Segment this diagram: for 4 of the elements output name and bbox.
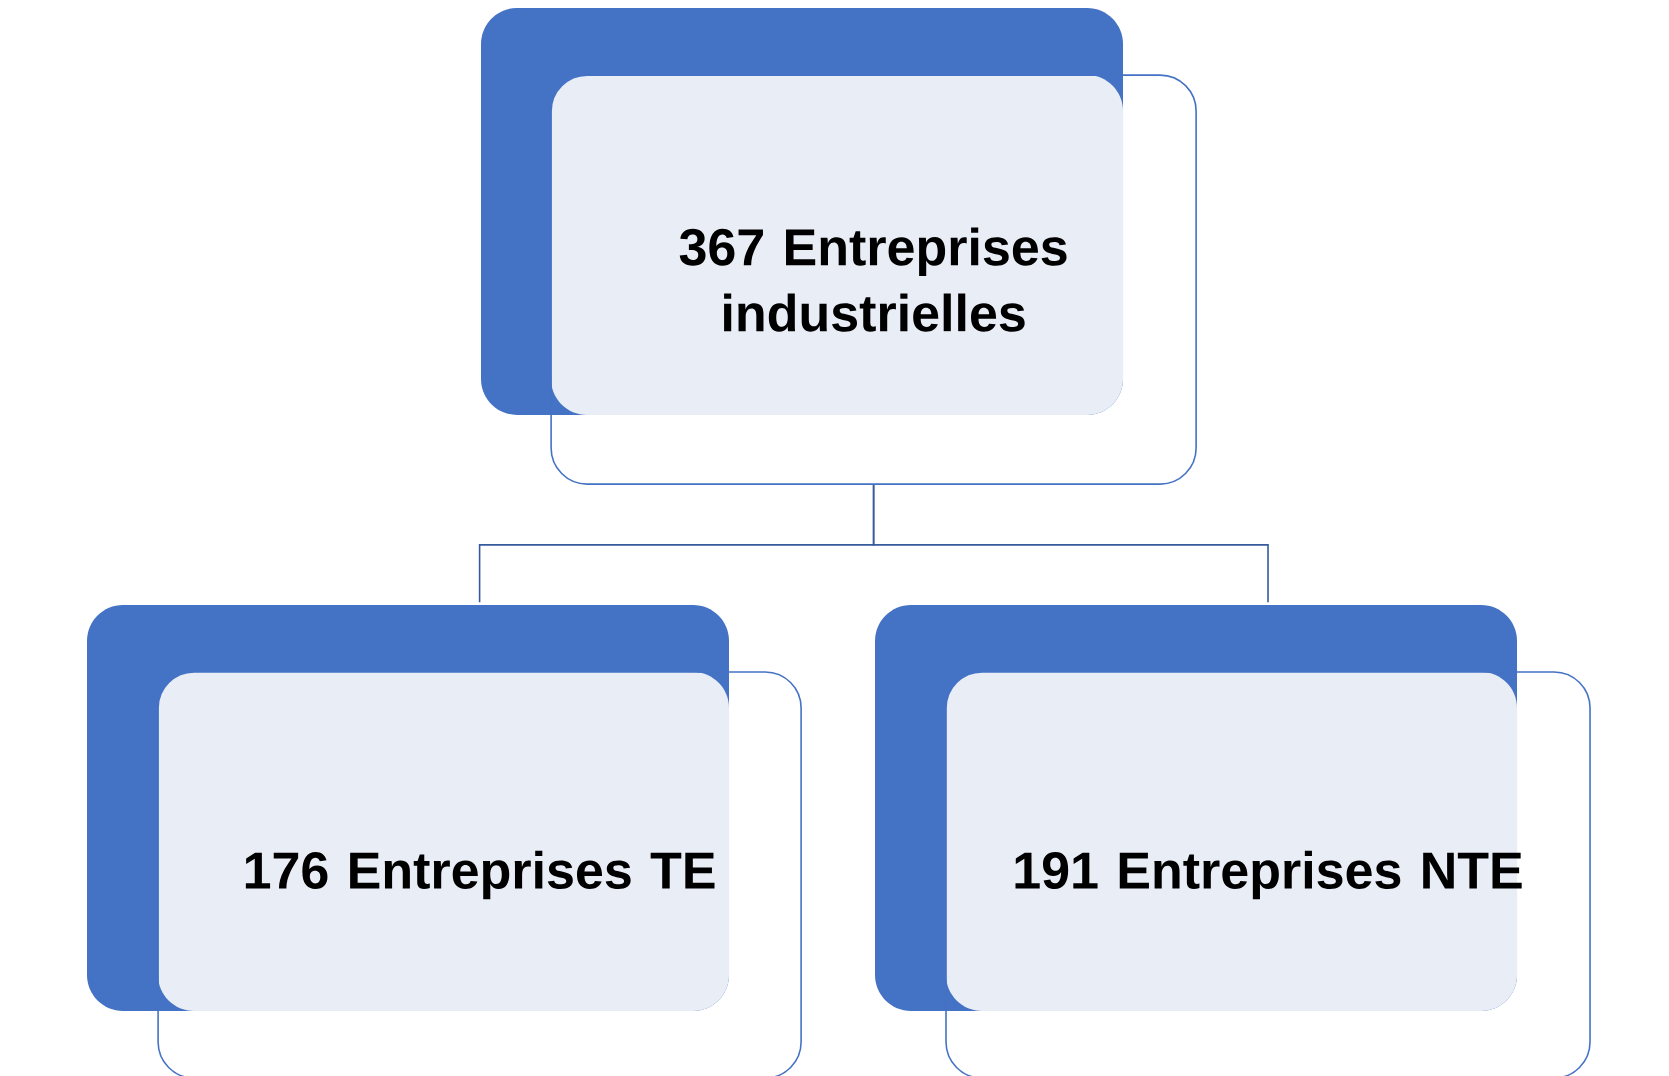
org-chart-box: 176 Entreprises TE (87, 605, 802, 1076)
org-chart-box: 367 Entreprises industrielles (481, 8, 1197, 485)
connector-line (872, 484, 1269, 603)
org-chart-box: 191 Entreprises NTE (875, 605, 1591, 1076)
